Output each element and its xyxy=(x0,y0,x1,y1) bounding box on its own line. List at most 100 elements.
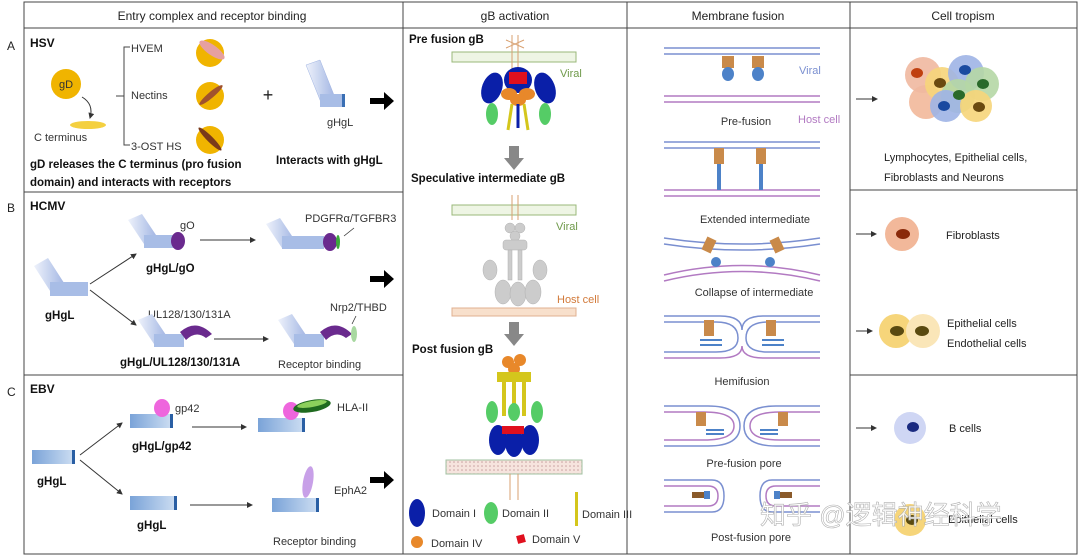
gb-post-title: Post fusion gB xyxy=(412,344,493,356)
legend-domain-5-swatch xyxy=(516,534,526,544)
hsv-caption-left-1: gD releases the C terminus (pro fusion xyxy=(30,159,242,171)
c-terminus-shape xyxy=(70,121,106,129)
ebv-arrow-up xyxy=(79,422,123,456)
pdgfr-label: PDGFRα/TGFBR3 xyxy=(305,213,396,225)
gb-arrow-1 xyxy=(504,146,524,170)
hcmv-panel: HCMV gHgL gO gHgL/gO PDGFRα/TGFBR3 UL128… xyxy=(30,199,396,371)
gb-fused-membrane xyxy=(445,459,583,475)
hcmv-ghgl-icon xyxy=(34,258,88,296)
go-label: gO xyxy=(180,220,195,232)
gd-circle xyxy=(51,69,81,99)
gb-host-membrane-1 xyxy=(451,307,577,317)
legend-domain-2-label: Domain II xyxy=(502,508,549,520)
c-terminus-arrow xyxy=(81,96,95,119)
receptor-bracket xyxy=(116,46,130,146)
fusion-stage-6-label: Post-fusion pore xyxy=(711,532,791,544)
hsv-caption-left-2: domain) and interacts with receptors xyxy=(30,177,231,189)
tropism-epithelial: Epithelial cells xyxy=(947,318,1017,330)
ghgl-go-icon xyxy=(128,214,185,250)
gb-post-tail xyxy=(509,474,519,500)
nrp2-label: Nrp2/THBD xyxy=(330,302,387,314)
gb-arrow-2 xyxy=(504,322,524,346)
row-letter-a: A xyxy=(7,39,15,53)
hcmv-ghgl-label: gHgL xyxy=(45,310,74,322)
hsv-ghgl-label: gHgL xyxy=(327,117,353,129)
hcmv-arrow-up xyxy=(89,253,137,285)
fusion-stage-extended xyxy=(664,141,820,197)
fusion-viral-label: Viral xyxy=(799,65,821,77)
ebv-title: EBV xyxy=(30,382,55,396)
gd-label: gD xyxy=(59,79,73,91)
ghgl-ul-icon xyxy=(138,314,212,347)
plus-sign: + xyxy=(263,85,274,105)
b-cell xyxy=(894,412,926,444)
gb-intermediate-title: Speculative intermediate gB xyxy=(411,173,565,185)
header-gb: gB activation xyxy=(481,9,550,23)
legend-domain-4-label: Domain IV xyxy=(431,538,483,550)
gb-viral-label-2: Viral xyxy=(556,221,578,233)
hsv-title: HSV xyxy=(30,36,55,50)
fusion-stage-prefusion-pore xyxy=(664,405,820,447)
hvem-icon xyxy=(196,39,225,67)
tropism-endothelial: Endothelial cells xyxy=(947,338,1027,350)
gb-pre-fusion-trimer xyxy=(481,35,556,131)
ghgl-ul-label: gHgL/UL128/130/131A xyxy=(120,357,240,369)
pdgfr-pointer xyxy=(343,227,355,237)
legend-domain-2-swatch xyxy=(484,502,498,524)
legend-domain-3-label: Domain III xyxy=(582,509,632,521)
ghgl-gp42-icon xyxy=(130,399,173,428)
receptor-nectins: Nectins xyxy=(131,90,168,102)
ghgl-epha2-bound-icon xyxy=(272,466,319,512)
ghgl-gp42-bound-icon xyxy=(258,399,331,432)
ebv-panel: EBV gHgL gp42 gHgL/gp42 HLA-II gHgL xyxy=(30,382,394,548)
gb-legend: Domain I Domain II Domain III Domain IV … xyxy=(409,492,632,550)
header-entry: Entry complex and receptor binding xyxy=(118,9,307,23)
ghgl-gp42-label: gHgL/gp42 xyxy=(132,441,191,453)
hsv-caption-right: Interacts with gHgL xyxy=(276,155,383,167)
legend-domain-5-label: Domain V xyxy=(532,534,581,546)
tropism-panel: Lymphocytes, Epithelial cells, Fibroblas… xyxy=(856,55,1027,536)
ebv-epithelial-cell xyxy=(894,504,926,536)
ghgl-bottom-icon xyxy=(130,496,177,510)
fusion-stage-hemifusion xyxy=(664,315,820,359)
legend-domain-1-label: Domain I xyxy=(432,508,476,520)
tropism-ebv-epithelial: Epithelial cells xyxy=(948,514,1018,526)
gb-post-fusion-trimer xyxy=(486,354,543,457)
epha2-label: EphA2 xyxy=(334,485,367,497)
fusion-panel: Viral Host cell Pre-fusion Extended inte… xyxy=(663,47,840,544)
hcmv-arrow-down xyxy=(89,289,137,326)
heparan-sulfate-icon xyxy=(196,126,224,154)
receptor-hvem: HVEM xyxy=(131,43,163,55)
tropism-hsv-line-1: Lymphocytes, Epithelial cells, xyxy=(884,152,1027,164)
gb-pre-viral-membrane xyxy=(451,51,577,63)
gb-intermediate-trimer xyxy=(482,195,548,307)
header-tropism: Cell tropism xyxy=(931,9,994,23)
fusion-stage-4-label: Hemifusion xyxy=(714,376,769,388)
ghgl-go-bound-icon xyxy=(266,218,340,251)
gb-panel: Pre fusion gB Viral Speculative intermed… xyxy=(409,34,632,550)
epithelial-endothelial-cells xyxy=(879,314,940,348)
fusion-stage-5-label: Pre-fusion pore xyxy=(706,458,781,470)
legend-domain-3-swatch xyxy=(575,492,578,526)
gb-viral-label-1: Viral xyxy=(560,68,582,80)
hsv-ghgl-icon xyxy=(305,59,345,107)
ul-label: UL128/130/131A xyxy=(148,309,231,321)
tropism-fibroblasts: Fibroblasts xyxy=(946,230,1000,242)
row-letter-c: C xyxy=(7,385,16,399)
watermark: 知乎 @逻辑神经科学 xyxy=(760,500,1002,530)
fusion-stage-prefusion xyxy=(664,47,820,103)
fusion-stage-postfusion-pore xyxy=(664,479,820,513)
hsv-next-arrow xyxy=(370,92,394,110)
tropism-hsv-line-2: Fibroblasts and Neurons xyxy=(884,172,1004,184)
fusion-host-label: Host cell xyxy=(798,114,840,126)
tropism-b-cells: B cells xyxy=(949,423,982,435)
nectin-icon xyxy=(196,82,224,110)
ebv-next-arrow xyxy=(370,471,394,489)
fusion-stage-3-label: Collapse of intermediate xyxy=(695,287,814,299)
receptor-3ost: 3-OST HS xyxy=(131,141,182,153)
ebv-ghgl-icon xyxy=(32,450,75,464)
hsv-target-cells xyxy=(905,55,999,122)
ebv-receptor-binding: Receptor binding xyxy=(273,536,356,548)
legend-domain-4-swatch xyxy=(411,536,423,548)
